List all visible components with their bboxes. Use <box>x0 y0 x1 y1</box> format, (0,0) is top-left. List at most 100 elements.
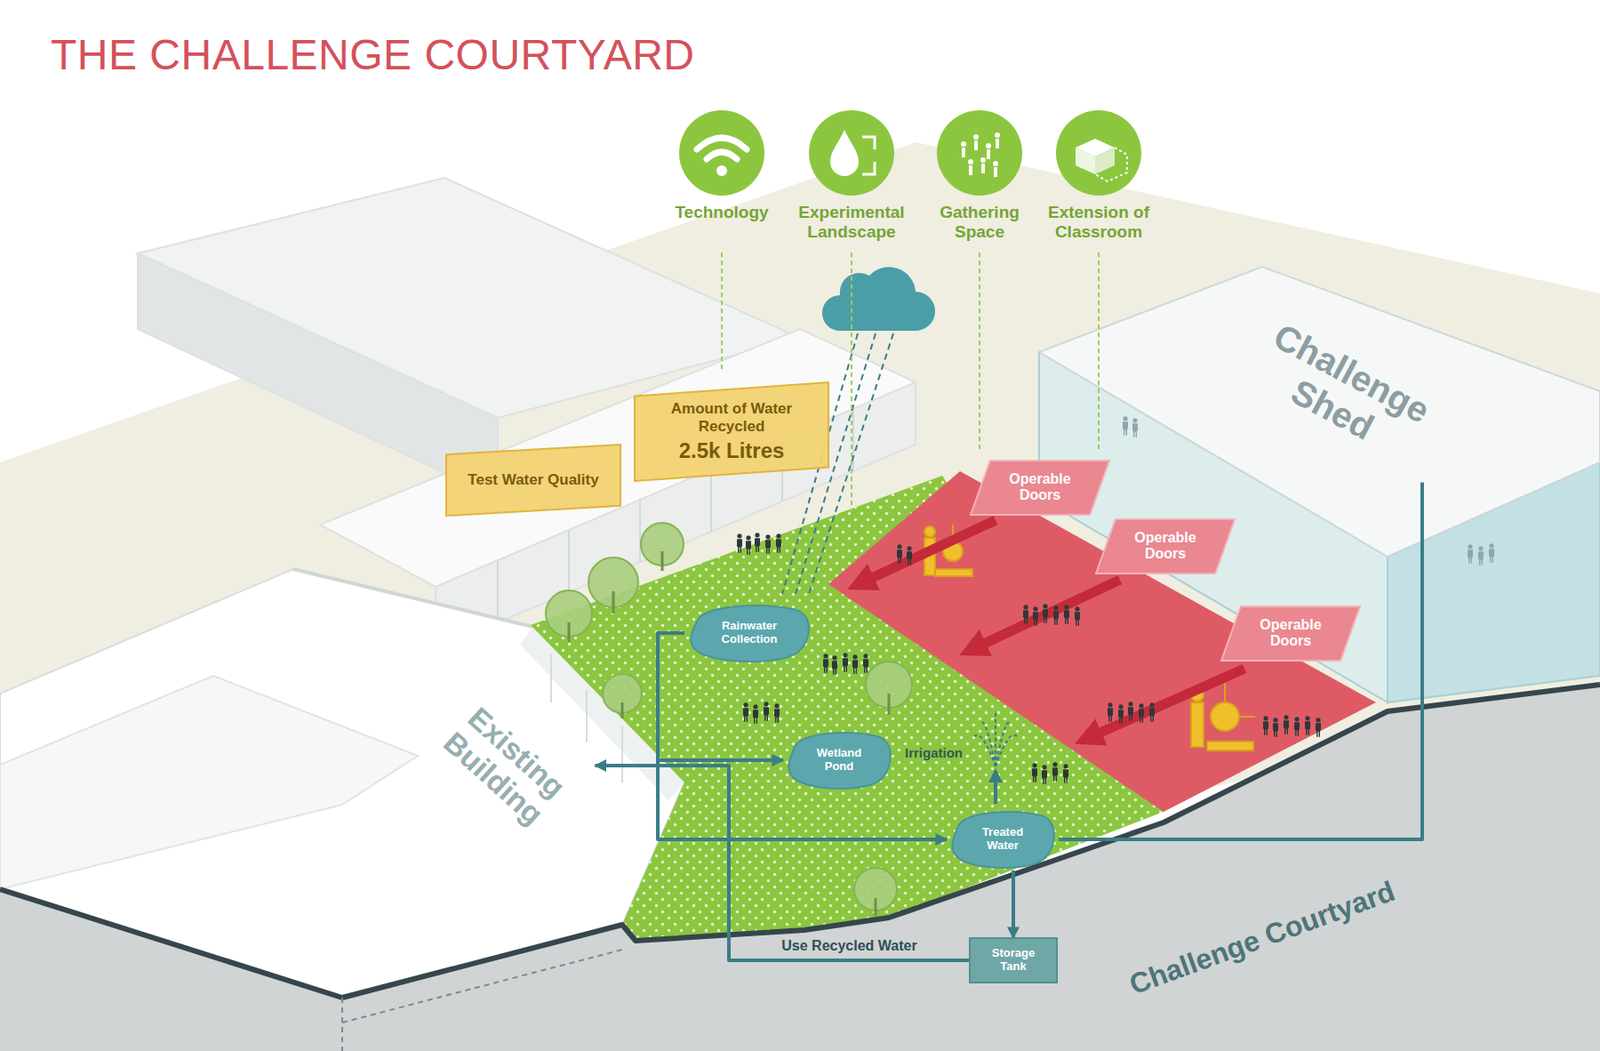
people-figures <box>1053 605 1059 625</box>
icon-leader-lines <box>978 252 981 449</box>
people-figures <box>774 703 780 723</box>
challenge-shed-volume <box>1039 266 1600 557</box>
water-pond-text: Treated Water <box>971 825 1034 853</box>
people-figures <box>1283 714 1289 735</box>
people-figures <box>1063 763 1069 784</box>
icon-glyph <box>960 132 1000 177</box>
people-figures <box>832 655 838 675</box>
door-panel-outline <box>1221 606 1360 661</box>
icon-badge: Experimental Landscape <box>787 110 916 242</box>
shed-volume-text: Challenge Shed <box>1236 309 1448 474</box>
icon-glyph <box>696 137 747 150</box>
text-wrap: Existing Building <box>422 686 588 846</box>
info-sign-outline <box>446 444 621 516</box>
icon-glyph <box>1056 110 1142 196</box>
people-figures <box>763 701 769 721</box>
text-wrap: Treated Water <box>971 825 1034 853</box>
people-figures <box>752 704 759 724</box>
water-pond: Rainwater Collection <box>684 601 815 664</box>
door-panel-outline <box>970 460 1110 515</box>
people-in-shed <box>1478 545 1484 566</box>
door-swing-arrows <box>972 579 1120 649</box>
people-figures <box>863 653 869 673</box>
water-pond-text: Wetland Pond <box>808 746 871 774</box>
door-swing-arrows <box>1088 668 1245 738</box>
info-sign-text: Test Water Quality <box>467 471 599 489</box>
icon-glyph <box>862 161 875 175</box>
text-wrap: Test Water Quality <box>467 471 599 489</box>
icon-glyph <box>973 134 979 140</box>
people-figures <box>1263 715 1269 736</box>
existing-building-mass <box>0 675 418 889</box>
people-figures <box>743 702 749 722</box>
people-figures <box>736 533 743 553</box>
icon-circle <box>1056 110 1142 196</box>
edge-label: Use Recycled Water <box>777 936 920 955</box>
people-figures <box>1052 761 1058 782</box>
water-pond: Wetland Pond <box>783 728 896 792</box>
people-figures <box>1315 717 1321 737</box>
icon-glyph <box>986 149 991 160</box>
icon-glyph <box>862 136 875 150</box>
water-pond-outline <box>952 811 1055 868</box>
info-sign: Amount of Water Recycled2.5k Litres <box>634 382 829 481</box>
people-figures <box>1042 603 1048 624</box>
icon-glyph <box>974 140 978 151</box>
text-wrap: Challenge Shed <box>1236 309 1448 474</box>
icon-circle <box>808 110 895 196</box>
back-buildings <box>852 408 855 472</box>
door-panel-text: Operable Doors <box>1120 529 1210 563</box>
icon-glyph <box>936 110 1023 196</box>
section-base <box>0 684 1600 1051</box>
irrigation-label: Irrigation <box>902 744 966 760</box>
building-volume-text: Existing Building <box>422 686 588 846</box>
door-panel: Operable Doors <box>1221 606 1360 661</box>
icon-leader-lines <box>1097 252 1100 449</box>
back-buildings <box>568 529 570 592</box>
science-machines <box>935 568 973 576</box>
people-figures <box>754 532 760 552</box>
storage-tank-text: Storage Tank <box>982 946 1045 974</box>
icon-badge: Extension of Classroom <box>1034 110 1163 242</box>
text-wrap: Operable Doors <box>1120 529 1210 563</box>
people-figures <box>852 654 858 674</box>
back-buildings <box>496 560 499 623</box>
icon-leader-lines <box>721 252 1099 512</box>
people-figures <box>1149 702 1155 722</box>
icon-glyph <box>679 110 765 196</box>
icon-glyph <box>993 167 998 177</box>
water-pond-outline <box>690 605 809 662</box>
people-in-shed <box>1467 544 1473 564</box>
icon-glyph <box>1095 147 1128 182</box>
door-panel: Operable Doors <box>1096 519 1235 574</box>
icon-leader-lines <box>850 252 853 512</box>
shed-volume: Challenge Shed <box>1227 300 1457 483</box>
people-figures <box>765 534 771 554</box>
text-wrap: Amount of Water Recycled2.5k Litres <box>656 400 808 464</box>
icon-badge: Technology <box>657 110 786 223</box>
science-machines <box>1207 741 1254 751</box>
people-figures <box>1107 702 1113 722</box>
storage-tank: Storage Tank <box>969 937 1057 983</box>
water-pond: Treated Water <box>946 808 1059 871</box>
text-wrap: Operable Doors <box>995 471 1085 504</box>
existing-building-mass <box>585 689 588 743</box>
icon-label: Gathering Space <box>917 202 1042 242</box>
people-figures <box>745 535 752 555</box>
text-wrap: Storage Tank <box>982 946 1045 974</box>
door-panel: Operable Doors <box>970 460 1110 515</box>
door-panel-text: Operable Doors <box>1246 616 1336 650</box>
tree-trunks <box>568 622 571 642</box>
icon-glyph <box>808 110 895 196</box>
icon-glyph <box>985 143 992 149</box>
irrigation-arrow <box>993 775 998 804</box>
icon-leader-lines <box>720 252 723 369</box>
building-volume: Existing Building <box>415 679 596 853</box>
people-figures <box>906 545 912 566</box>
text-wrap: Wetland Pond <box>808 746 871 774</box>
icon-glyph <box>706 152 737 160</box>
irrigation-fountain <box>994 711 997 767</box>
people-in-shed <box>1488 543 1495 563</box>
diagram-title: THE CHALLENGE COURTYARD <box>50 30 696 80</box>
